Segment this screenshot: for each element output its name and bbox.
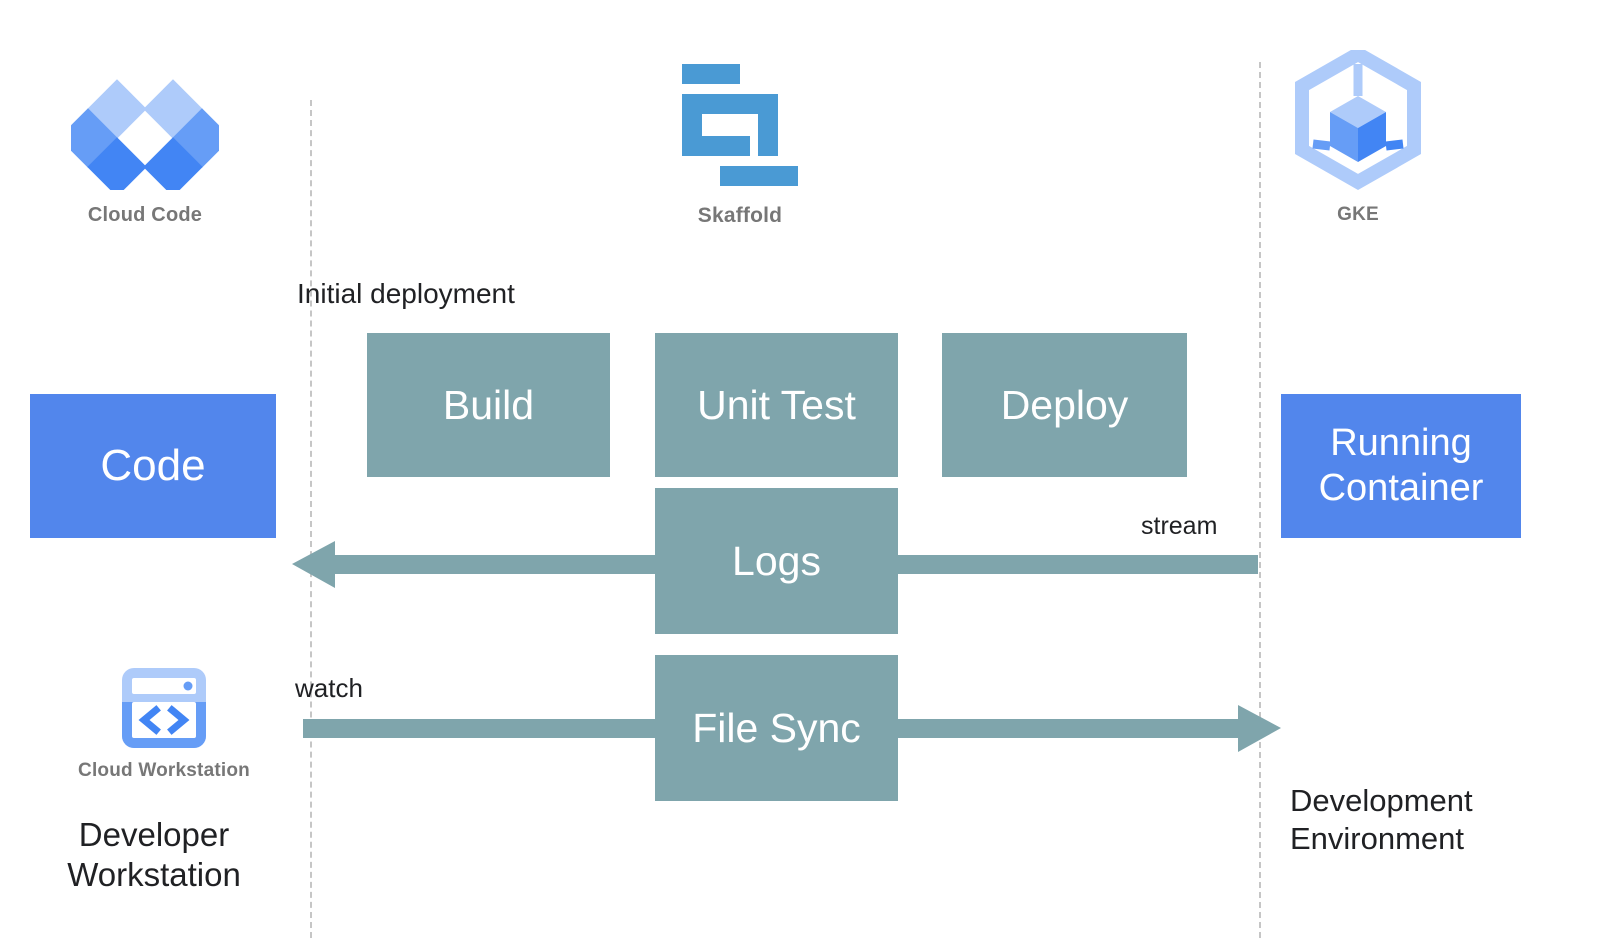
cloud-code-logo-block: Cloud Code	[40, 70, 250, 227]
gke-caption: GKE	[1337, 204, 1379, 225]
developer-workstation-line2: Workstation	[67, 856, 241, 894]
cloud-workstation-caption: Cloud Workstation	[78, 760, 250, 781]
cloud-code-caption: Cloud Code	[87, 204, 203, 226]
development-environment-line2: Environment	[1290, 820, 1465, 856]
stream-label: stream	[1141, 512, 1218, 540]
skaffold-logo-block: Skaffold	[640, 62, 840, 228]
development-environment-line1: Development	[1290, 783, 1473, 818]
developer-workstation-label: Developer Workstation	[20, 815, 288, 896]
skaffold-icon	[682, 64, 798, 186]
running-container-line2: Container	[1318, 467, 1484, 509]
running-container-box[interactable]: Running Container	[1281, 394, 1521, 538]
file-sync-box[interactable]: File Sync	[655, 655, 898, 801]
watch-label: watch	[295, 673, 363, 703]
cloud-code-icon	[71, 79, 219, 190]
developer-workstation-line1: Developer	[78, 816, 230, 853]
boundary-line-left	[310, 100, 312, 938]
cloud-workstation-logo-block: Cloud Workstation	[58, 662, 270, 782]
boundary-line-right	[1259, 62, 1261, 938]
running-container-line1: Running	[1330, 422, 1472, 465]
development-environment-label: Development Environment	[1290, 782, 1580, 858]
deploy-box[interactable]: Deploy	[942, 333, 1187, 477]
code-box[interactable]: Code	[30, 394, 276, 538]
build-box[interactable]: Build	[367, 333, 610, 477]
initial-deployment-label: Initial deployment	[297, 278, 515, 309]
logs-box[interactable]: Logs	[655, 488, 898, 634]
gke-icon	[1295, 50, 1421, 191]
unit-test-box[interactable]: Unit Test	[655, 333, 898, 477]
skaffold-caption: Skaffold	[697, 204, 783, 227]
gke-logo-block: GKE	[1268, 50, 1448, 226]
cloud-workstation-icon	[122, 668, 206, 748]
